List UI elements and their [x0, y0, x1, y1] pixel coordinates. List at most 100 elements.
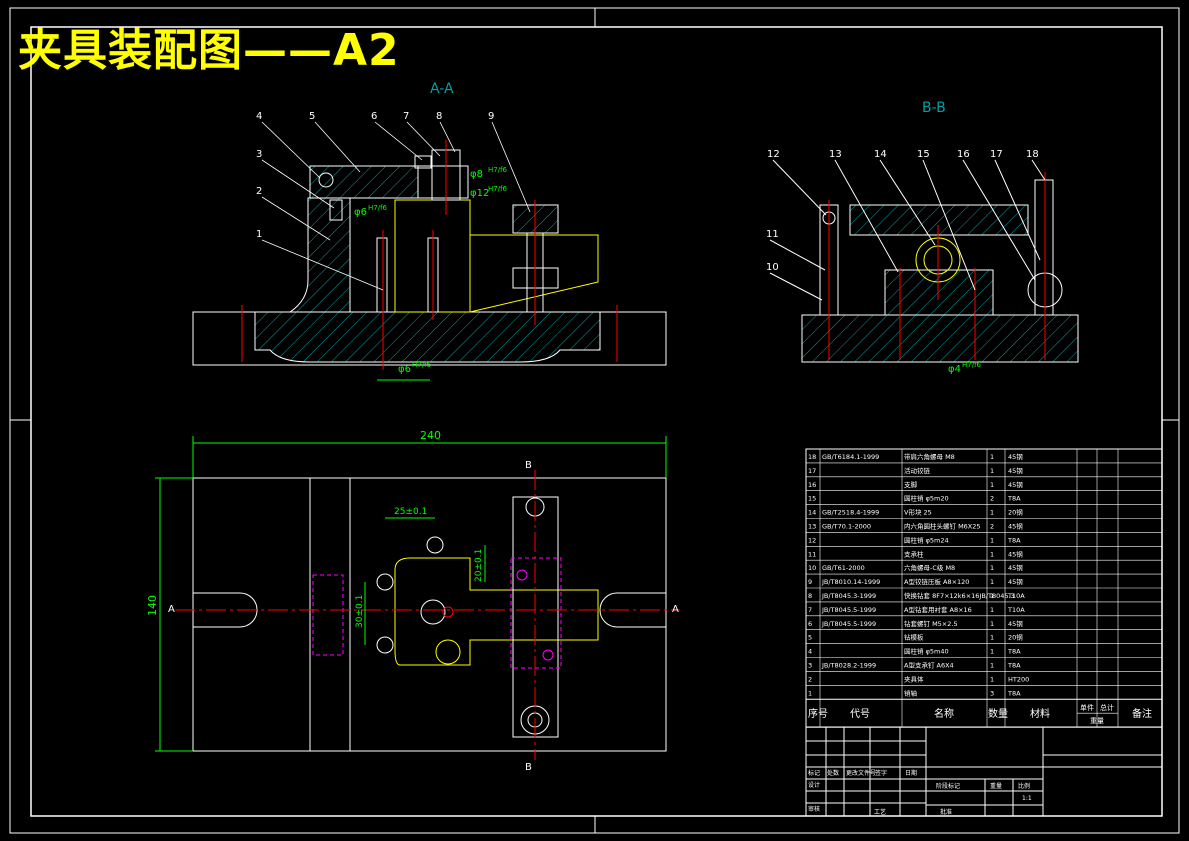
right-post-b: [1034, 179, 1054, 316]
workpiece-arm: [469, 234, 599, 313]
fit1-label: φ8: [470, 169, 483, 180]
bom-header: 数量: [988, 707, 1008, 720]
bom-cell-qty: 2: [990, 495, 994, 503]
drawing-title: 夹具装配图——A2: [18, 25, 400, 76]
fit5-tol: H7/f6: [962, 361, 982, 369]
title-block: 标记 处数 更改文件号 签字 日期 设计 审核 工艺 批准 阶段标记 重量 比例…: [805, 726, 1163, 817]
bom-cell-name: 内六角圆柱头螺钉 M6X25: [904, 522, 981, 531]
bom-cell-name: A型支承钉 A6X4: [904, 661, 954, 670]
balloon-a-5: 5: [309, 111, 315, 122]
drill-plate: [309, 165, 419, 199]
workpiece-top: [394, 557, 599, 666]
dim-width: 240: [420, 429, 441, 442]
bom-cell-no: 2: [808, 675, 812, 683]
fit2-tol: H7/f6: [488, 185, 508, 193]
bom-cell-no: 10: [808, 564, 816, 572]
bom-cell-mat: 45钢: [1008, 620, 1023, 628]
bom-cell-qty: 1: [990, 467, 994, 475]
fit5-label: φ4: [948, 364, 961, 375]
fit2-label: φ12: [470, 188, 489, 199]
balloon-b-17: 17: [990, 149, 1003, 160]
bom-cell-name: 快换钻套 8F7×12k6×16JB/T8045.3: [904, 591, 1015, 600]
bom-cell-no: 12: [808, 536, 816, 544]
fit3-tol: H7/f6: [368, 204, 388, 212]
bom-cell-name: 钻套螺钉 M5×2.5: [904, 619, 958, 628]
tb-zone: 更改文件号: [846, 769, 876, 777]
balloon-a-2: 2: [256, 186, 262, 197]
bom-cell-no: 18: [808, 453, 816, 461]
balloon-b-11: 11: [766, 229, 779, 240]
bom-cell-no: 6: [808, 620, 812, 628]
bom-cell-qty: 2: [990, 523, 994, 531]
fit3-label: φ6: [354, 207, 367, 218]
bom-cell-mat: 20钢: [1008, 634, 1023, 642]
dim-height: 140: [146, 595, 159, 616]
bom-cell-no: 13: [808, 523, 816, 531]
clamp-bar-b: [849, 204, 1029, 236]
dim-d1: 25±0.1: [394, 507, 427, 517]
bom-cell-no: 7: [808, 606, 812, 614]
bom-cell-name: A型钻套用衬套 A8×16: [904, 605, 972, 614]
bom-cell-mat: T8A: [1007, 495, 1021, 503]
tb-mark: 标记: [808, 769, 820, 777]
bom-cell-code: JB/T8045.5-1999: [821, 620, 876, 628]
section-b-view: B-B 12 13 14 15 16 17: [766, 100, 1079, 375]
bom-cell-name: V形块 25: [904, 508, 932, 517]
bom-cell-code: GB/T70.1-2000: [822, 523, 871, 531]
base-hatch: [254, 311, 601, 363]
bom-cell-qty: 1: [990, 453, 994, 461]
fit4-label: φ6: [398, 364, 411, 375]
section-b-label: B-B: [922, 100, 946, 116]
base-b: [801, 314, 1079, 363]
bom-header: 备注: [1132, 707, 1152, 720]
cut-b-top: B: [525, 460, 532, 471]
bom-cell-no: 8: [808, 592, 812, 600]
dims-top: 240 140 25±0.1 20±0.1 30±0.1: [146, 429, 667, 752]
fit1-tol: H7/f6: [488, 166, 508, 174]
bom-header: 名称: [934, 707, 954, 720]
bom-cell-qty: 3: [990, 689, 994, 697]
balloon-b-13: 13: [829, 149, 842, 160]
bom-cell-mat: 45钢: [1008, 523, 1023, 531]
bom-cell-name: A型铰链压板 A8×120: [904, 577, 969, 586]
bom-cell-qty: 1: [990, 648, 994, 656]
tb-stage: 阶段标记: [936, 782, 960, 790]
section-a-label: A-A: [430, 81, 454, 97]
bom-cell-qty: 1: [990, 509, 994, 517]
balloon-a-8: 8: [436, 111, 442, 122]
bom-cell-name: 圆柱销 φ5m24: [904, 535, 949, 544]
bom-cell-qty: 1: [990, 675, 994, 683]
balloon-a-3: 3: [256, 149, 262, 160]
bom-header-sub: 单件: [1080, 703, 1094, 712]
bom-cell-name: 带肩六角螺母 M8: [904, 452, 955, 461]
cut-b-bottom: B: [525, 762, 532, 773]
bom-cell-code: GB/T6184.1-1999: [822, 453, 879, 461]
bom-cell-no: 1: [808, 689, 812, 697]
bom-header: 材料: [1030, 707, 1050, 720]
balloon-a-7: 7: [403, 111, 409, 122]
bom-cell-qty: 1: [990, 592, 994, 600]
inner-border: [30, 26, 1163, 817]
bom-cell-qty: 1: [990, 481, 994, 489]
tb-ratio: 比例: [1018, 782, 1030, 790]
fit4-tol: H7/f6: [412, 361, 432, 369]
bom-cell-code: JB/T8045.5-1999: [821, 606, 876, 614]
balloon-b-15: 15: [917, 149, 930, 160]
body-pillar: [288, 197, 351, 313]
drill-plate-right: [417, 165, 469, 199]
bom-cell-mat: T8A: [1007, 662, 1021, 670]
dim-d2: 20±0.1: [474, 549, 484, 582]
bom-header: 序号: [808, 707, 828, 720]
bom-cell-qty: 1: [990, 578, 994, 586]
hidden-block-right: [510, 557, 562, 669]
bom-cell-qty: 1: [990, 662, 994, 670]
cut-marks: A A B B: [168, 460, 679, 773]
base-outline-top: [192, 477, 667, 752]
bom-cell-code: JB/T8010.14-1999: [821, 578, 880, 586]
tb-process: 工艺: [874, 808, 886, 816]
balloons-a: 4 5 6 7 8 9 3 2 1: [256, 111, 531, 291]
bom-cell-mat: T8A: [1007, 648, 1021, 656]
bom-cell-name: 销轴: [904, 688, 918, 697]
